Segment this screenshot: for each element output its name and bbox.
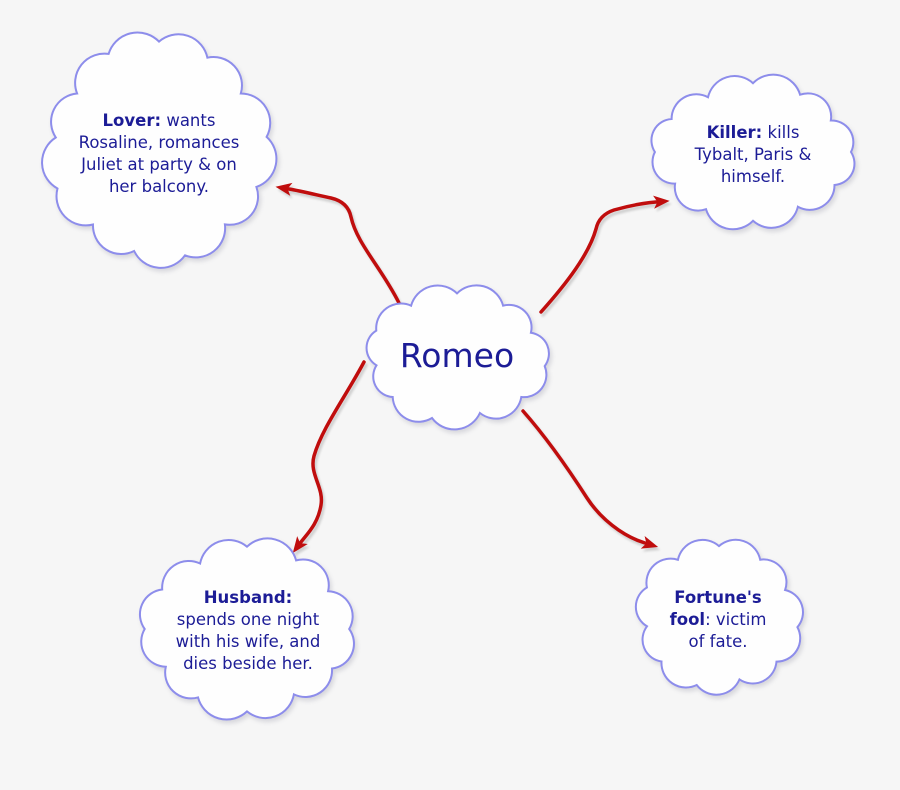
cloud-husband — [138, 537, 355, 721]
arrow-romeo-to-lover — [275, 182, 401, 305]
cloud-romeo — [365, 284, 550, 431]
cloud-lover — [41, 31, 278, 269]
arrow-romeo-to-husband — [292, 360, 366, 553]
arrow-romeo-to-fortune — [521, 409, 659, 549]
cloud-killer — [650, 73, 856, 231]
node-romeo-label: Romeo — [399, 336, 515, 375]
cloud-fortune — [634, 538, 804, 696]
arrow-romeo-to-killer — [539, 195, 670, 314]
